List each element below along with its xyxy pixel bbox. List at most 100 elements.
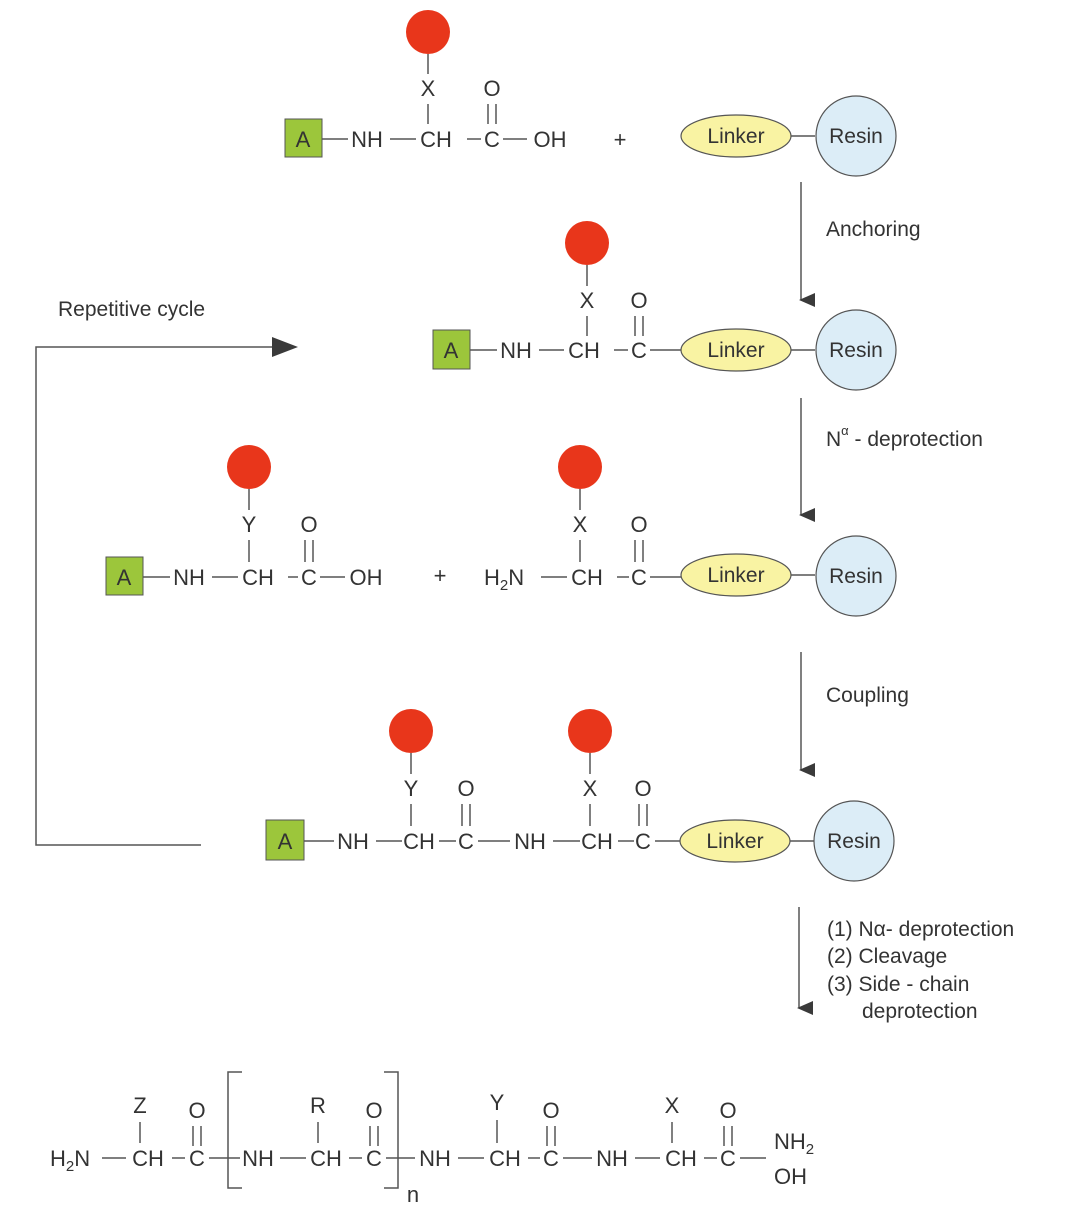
ch: CH	[568, 338, 600, 363]
amine-h2n: H2N	[50, 1146, 90, 1175]
c: C	[543, 1146, 559, 1171]
resin	[813, 800, 895, 882]
carbonyl-o: O	[630, 512, 647, 537]
row2-anchored: X O A NH CH C Linker Resin	[432, 221, 897, 391]
resin-label: Resin	[827, 830, 881, 853]
sidechain-y: Y	[242, 512, 257, 537]
ch: CH	[403, 829, 435, 854]
carbonyl-o: O	[483, 76, 500, 101]
box-a-label: A	[296, 127, 311, 152]
step-final-4: deprotection	[862, 1000, 978, 1023]
c: C	[720, 1146, 736, 1171]
repetitive-cycle-loop	[35, 346, 272, 846]
amine-h2n: H2N	[484, 565, 524, 594]
terminal-oh: OH	[774, 1164, 807, 1189]
ch: CH	[665, 1146, 697, 1171]
sidechain-x: X	[573, 512, 588, 537]
linker-label: Linker	[707, 339, 764, 362]
plus-sign: +	[434, 563, 447, 588]
nh: NH	[596, 1146, 628, 1171]
repetitive-cycle-label: Repetitive cycle	[58, 298, 205, 321]
row4-dipeptide: Y O X O A NH CH C NH CH C Linker Resin	[265, 709, 895, 882]
sidechain-r: R	[310, 1093, 326, 1118]
nh: NH	[500, 338, 532, 363]
protecting-group-x	[565, 221, 609, 265]
ch: CH	[571, 565, 603, 590]
carbonyl-o: O	[300, 512, 317, 537]
step-final-3: (3) Side - chain	[827, 973, 969, 996]
box-a	[105, 556, 144, 596]
resin	[815, 535, 897, 617]
box-a	[432, 329, 471, 370]
ch: CH	[132, 1146, 164, 1171]
row3-incoming-amino-acid: Y O A NH CH C OH +	[105, 445, 447, 596]
c: C	[631, 338, 647, 363]
carbonyl-o: O	[630, 288, 647, 313]
repetitive-arrowhead	[272, 337, 298, 357]
ch: CH	[310, 1146, 342, 1171]
carbonyl-o: O	[634, 776, 651, 801]
repeat-n: n	[407, 1182, 419, 1207]
repeat-bracket-left	[227, 1071, 242, 1189]
c: C	[189, 1146, 205, 1171]
ch: CH	[489, 1146, 521, 1171]
protecting-group-y	[389, 709, 433, 753]
nh: NH	[242, 1146, 274, 1171]
resin-label: Resin	[829, 565, 883, 588]
ch: CH	[242, 565, 274, 590]
protecting-group-x	[558, 445, 602, 489]
c: C	[484, 127, 500, 152]
c: C	[631, 565, 647, 590]
final-peptide: Z O R O Y O X O n H2N CH C NH CH C	[50, 1071, 814, 1207]
step-final-1: (1) Nα- deprotection	[827, 918, 1014, 941]
c: C	[301, 565, 317, 590]
carbonyl-o: O	[542, 1098, 559, 1123]
protecting-group-x	[568, 709, 612, 753]
resin-label: Resin	[829, 125, 883, 148]
box-a	[284, 118, 323, 158]
sidechain-x: X	[580, 288, 595, 313]
box-a-label: A	[278, 829, 293, 854]
protecting-group-x	[406, 10, 450, 54]
box-a-label: A	[444, 338, 459, 363]
repeat-bracket-right	[384, 1071, 399, 1189]
linker-label: Linker	[706, 830, 763, 853]
sidechain-z: Z	[133, 1093, 146, 1118]
carbonyl-o: O	[719, 1098, 736, 1123]
step-final-2: (2) Cleavage	[827, 945, 947, 968]
sidechain-y: Y	[404, 776, 419, 801]
row1-amino-acid: X O A NH CH C OH +	[284, 10, 627, 158]
c: C	[366, 1146, 382, 1171]
row1-linker-resin: Linker Resin	[680, 95, 897, 177]
carbonyl-o: O	[188, 1098, 205, 1123]
box-a-label: A	[117, 565, 132, 590]
sidechain-y: Y	[490, 1090, 505, 1115]
nh: NH	[351, 127, 383, 152]
sidechain-x: X	[665, 1093, 680, 1118]
protecting-group-y	[227, 445, 271, 489]
oh: OH	[350, 565, 383, 590]
row3-deprotected-resin: X O H2N CH C Linker Resin	[484, 445, 897, 617]
box-a	[265, 819, 305, 861]
resin	[815, 95, 897, 177]
carbonyl-o: O	[457, 776, 474, 801]
c: C	[458, 829, 474, 854]
linker-label: Linker	[707, 125, 764, 148]
ch: CH	[420, 127, 452, 152]
resin-label: Resin	[829, 339, 883, 362]
sidechain-x: X	[421, 76, 436, 101]
sidechain-x: X	[583, 776, 598, 801]
nh: NH	[514, 829, 546, 854]
nh: NH	[173, 565, 205, 590]
resin	[815, 309, 897, 391]
ch: CH	[581, 829, 613, 854]
step-anchoring: Anchoring	[826, 218, 921, 241]
nh: NH	[419, 1146, 451, 1171]
oh: OH	[534, 127, 567, 152]
c: C	[635, 829, 651, 854]
linker-label: Linker	[707, 564, 764, 587]
step-deprotection: Nα - deprotection	[826, 423, 983, 451]
nh: NH	[337, 829, 369, 854]
step-coupling: Coupling	[826, 684, 909, 707]
plus-sign: +	[614, 127, 627, 152]
